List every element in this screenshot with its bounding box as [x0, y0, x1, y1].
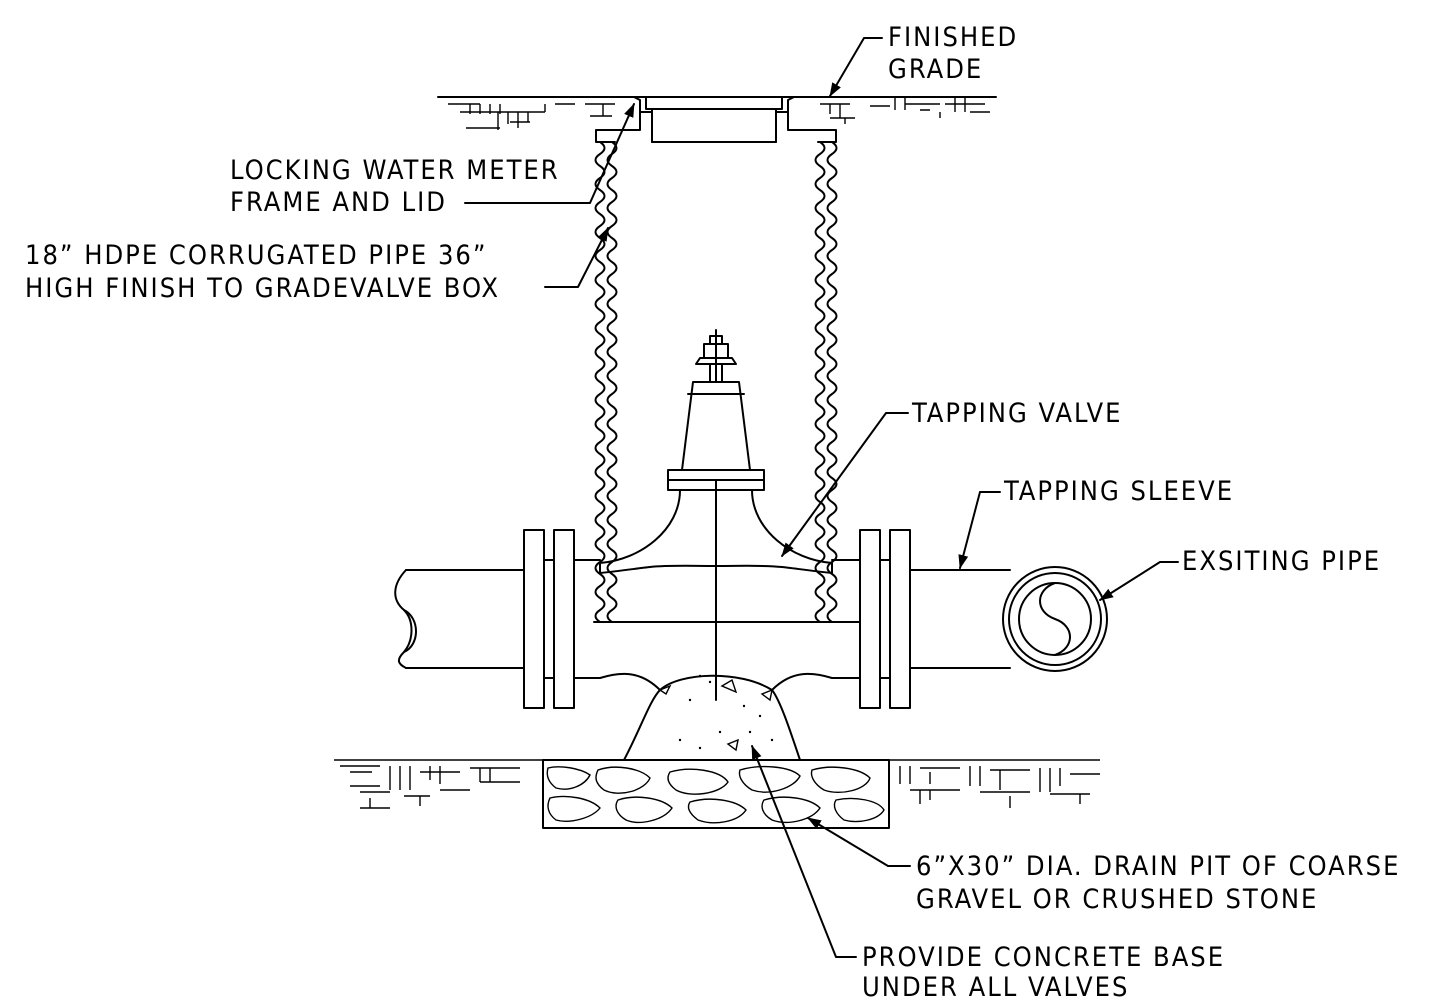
- label-concrete-base-line1: PROVIDE CONCRETE BASE: [862, 942, 1226, 973]
- valve-body-lower: [599, 672, 833, 691]
- flange-left: [523, 529, 601, 709]
- subgrade-earth-hatch-right: [889, 759, 1100, 808]
- valve-body: [593, 479, 861, 701]
- leader-drain-pit: [807, 817, 911, 867]
- leader-frame-and-lid: [464, 103, 635, 204]
- grade-earth-hatch-right: [820, 98, 990, 124]
- label-finished-grade-line2: GRADE: [888, 54, 984, 85]
- hdpe-corrugated-pipe-right-wall: [814, 141, 838, 623]
- label-hdpe-pipe-line2: HIGH FINISH TO GRADEVALVE BOX: [25, 273, 500, 304]
- leader-tapping-sleeve: [958, 491, 1001, 569]
- grade-earth-hatch-left: [448, 103, 615, 130]
- leader-hdpe-pipe: [544, 227, 609, 288]
- leader-finished-grade: [829, 37, 883, 97]
- subgrade-earth-hatch-left: [334, 759, 543, 809]
- label-existing-pipe: EXSITING PIPE: [1182, 546, 1382, 577]
- concrete-base: [623, 674, 801, 761]
- label-hdpe-pipe-line1: 18” HDPE CORRUGATED PIPE 36”: [25, 240, 488, 271]
- main-pipe-left: [394, 569, 525, 669]
- label-frame-and-lid-line2: FRAME AND LID: [230, 187, 447, 218]
- valve-bonnet: [667, 381, 765, 491]
- tapping-sleeve-body: [909, 569, 1011, 669]
- hdpe-corrugated-pipe-left-wall: [594, 141, 618, 623]
- drain-pit-gravel: [542, 759, 890, 829]
- leader-tapping-valve: [781, 412, 909, 557]
- existing-pipe-section: [1002, 566, 1108, 672]
- label-drain-pit-line1: 6”X30” DIA. DRAIN PIT OF COARSE: [916, 851, 1401, 882]
- leader-concrete-base: [751, 745, 857, 958]
- label-finished-grade-line1: FINISHED: [888, 22, 1019, 53]
- leader-existing-pipe: [1099, 561, 1179, 601]
- label-concrete-base-line2: UNDER ALL VALVES: [862, 972, 1130, 1003]
- meter-frame-and-lid: [595, 96, 837, 143]
- valve-operating-nut: [695, 329, 737, 383]
- label-tapping-valve: TAPPING VALVE: [912, 398, 1123, 429]
- label-tapping-sleeve: TAPPING SLEEVE: [1004, 476, 1235, 507]
- label-frame-and-lid-line1: LOCKING WATER METER: [230, 155, 560, 186]
- label-drain-pit-line2: GRAVEL OR CRUSHED STONE: [916, 884, 1319, 915]
- flange-right: [831, 529, 911, 709]
